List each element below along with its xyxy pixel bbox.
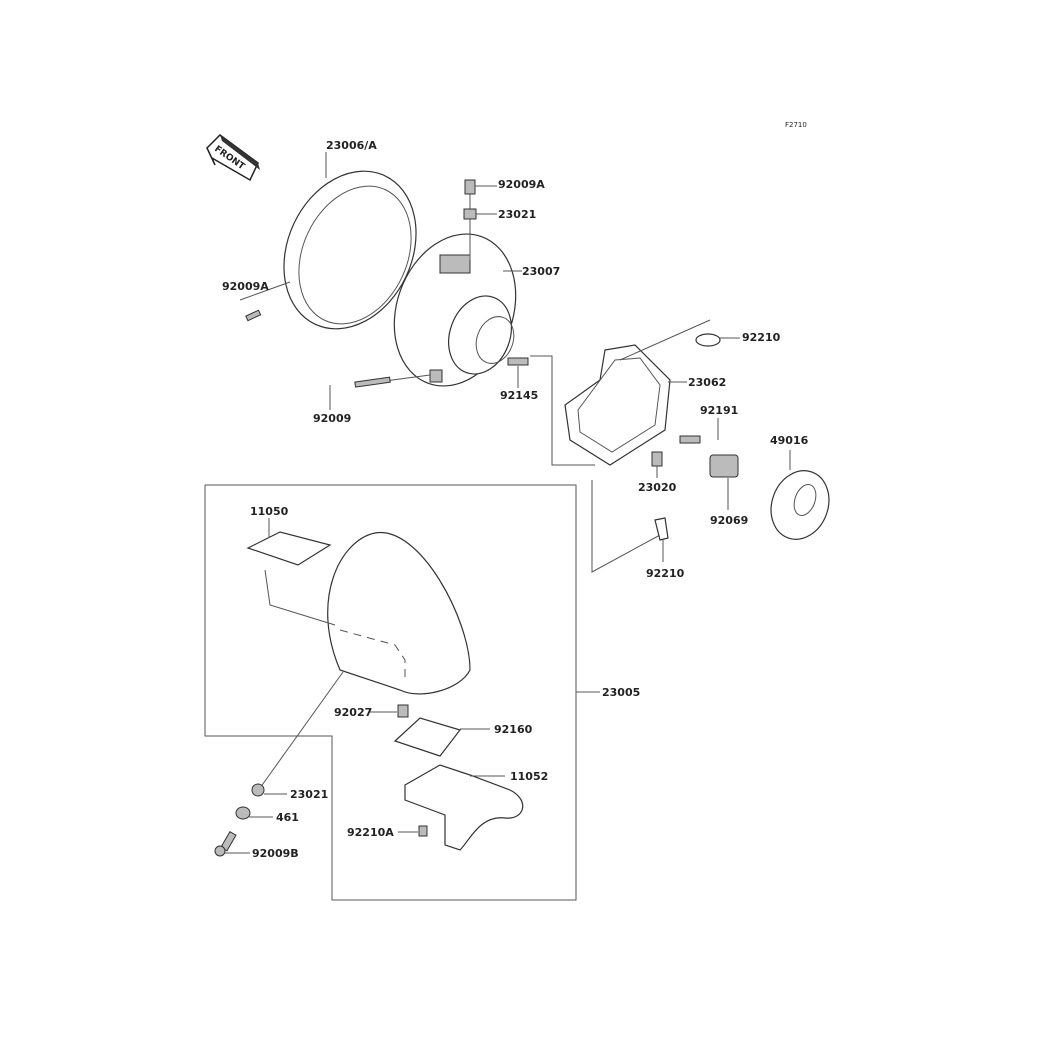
- rim-part: [239, 152, 417, 330]
- bulb-cover-part: [770, 450, 830, 540]
- label-nut-top: 23021: [498, 208, 536, 221]
- housing-group-boundary: [204, 484, 577, 901]
- label-cap-upper: 92210: [742, 331, 781, 344]
- label-cap-lower: 92210: [646, 567, 685, 580]
- label-nut-lower: 23021: [290, 788, 328, 801]
- label-socket-pin: 92191: [700, 404, 738, 417]
- label-bracket: 11052: [510, 770, 548, 783]
- damper-plate-part: [370, 704, 490, 757]
- label-screw-adjust: 92009: [313, 412, 351, 425]
- bracket-plate-part: [246, 518, 332, 566]
- label-headlight-housing: 23005: [602, 686, 640, 699]
- label-bracket-plate: 11050: [250, 505, 289, 518]
- front-arrow-icon: FRONT: [206, 134, 260, 182]
- label-bulb-main: 92069: [710, 514, 748, 527]
- bracket-part: [398, 764, 524, 851]
- label-rim: 23006/A: [326, 139, 377, 152]
- label-bulb-small: 23020: [638, 481, 677, 494]
- headlight-unit-part: [329, 179, 595, 466]
- fasteners-lower: [214, 671, 344, 857]
- label-nut-bracket: 92210A: [347, 826, 394, 839]
- label-headlight-unit: 23007: [522, 265, 560, 278]
- housing-shell-part: [264, 532, 471, 695]
- label-washer: 461: [276, 811, 299, 824]
- housing-case-part: [564, 319, 740, 573]
- label-spring: 92145: [500, 389, 538, 402]
- label-collar: 92027: [334, 706, 372, 719]
- bulb-part: [709, 454, 739, 510]
- label-bolt-lower: 92009B: [252, 847, 299, 860]
- label-damper-plate: 92160: [494, 723, 533, 736]
- diagram-code: F2710: [785, 121, 807, 129]
- label-bulb-cover: 49016: [770, 434, 809, 447]
- label-housing-case: 23062: [688, 376, 726, 389]
- label-screw-top: 92009A: [498, 178, 545, 191]
- label-screw-left: 92009A: [222, 280, 269, 293]
